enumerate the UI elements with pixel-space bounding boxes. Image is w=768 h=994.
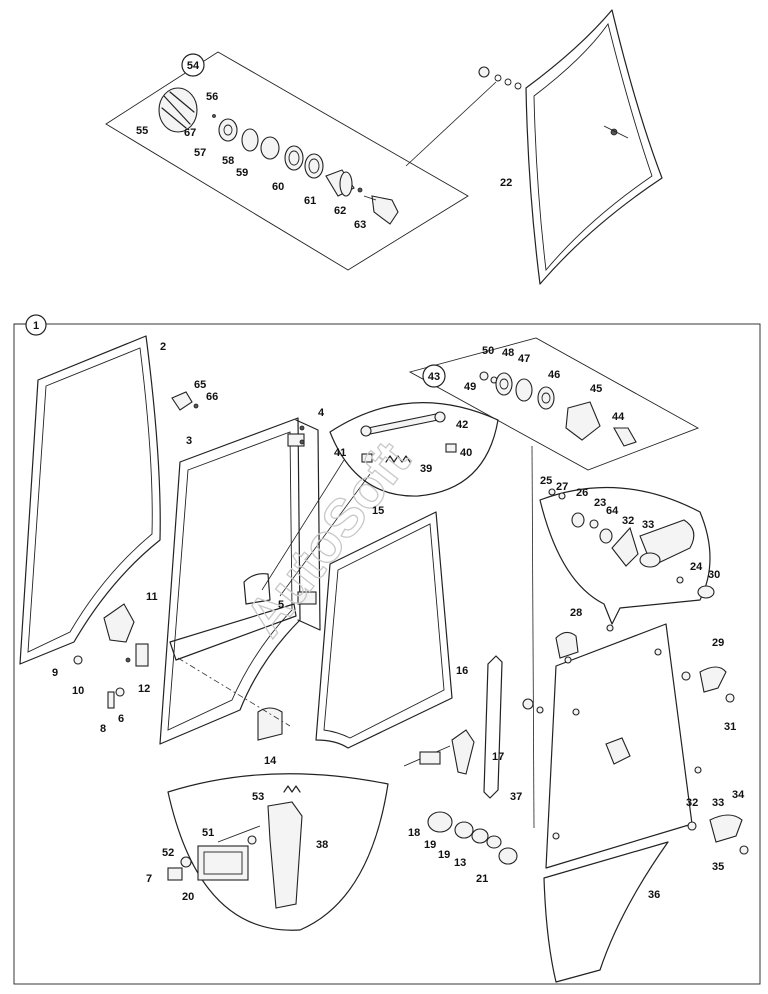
label-33b: 33	[712, 797, 724, 809]
door-panel-37	[522, 623, 702, 869]
label-3: 3	[186, 435, 192, 447]
svg-text:54: 54	[187, 60, 200, 72]
label-13: 13	[454, 857, 466, 869]
label-67: 67	[184, 127, 196, 139]
subassembly-54-panel	[105, 51, 497, 271]
label-51: 51	[202, 827, 214, 839]
label-37: 37	[510, 791, 522, 803]
label-47: 47	[518, 353, 530, 365]
label-33a: 33	[642, 519, 654, 531]
lock-detail-bubble	[539, 486, 715, 625]
label-42: 42	[456, 419, 468, 431]
label-15: 15	[372, 505, 384, 517]
label-50: 50	[482, 345, 494, 357]
latch-assembly-parts	[158, 87, 399, 225]
label-34: 34	[732, 789, 745, 801]
label-31: 31	[724, 721, 736, 733]
handle-14	[257, 707, 283, 741]
label-27: 27	[556, 481, 568, 493]
door-window-2	[19, 335, 161, 665]
label-4: 4	[318, 407, 325, 419]
label-57: 57	[194, 147, 206, 159]
label-29: 29	[712, 637, 724, 649]
label-25: 25	[540, 475, 552, 487]
label-49: 49	[464, 381, 476, 393]
gas-strut-detail	[261, 402, 499, 597]
label-60: 60	[272, 181, 284, 193]
bracket-28	[555, 631, 579, 659]
label-28: 28	[570, 607, 582, 619]
label-61: 61	[304, 195, 316, 207]
label-59: 59	[236, 167, 248, 179]
label-8: 8	[100, 723, 106, 735]
washer-stack	[427, 811, 518, 865]
badge-54: 54	[181, 53, 205, 77]
part-labels: 2 3 4 5 6 7 8 9 10 11 12 13 14 15 16 17 …	[52, 91, 745, 903]
badge-1: 1	[25, 314, 47, 336]
label-6: 6	[118, 713, 124, 725]
label-46: 46	[548, 369, 560, 381]
label-58: 58	[222, 155, 234, 167]
label-11: 11	[146, 591, 158, 603]
label-5: 5	[278, 599, 284, 611]
label-62: 62	[334, 205, 346, 217]
label-26: 26	[576, 487, 588, 499]
label-16: 16	[456, 665, 468, 677]
latch-17	[451, 729, 475, 775]
plate-34	[709, 814, 743, 843]
label-65: 65	[194, 379, 206, 391]
door-frame-3	[159, 417, 321, 745]
label-53: 53	[252, 791, 264, 803]
label-9: 9	[52, 667, 58, 679]
glass-panel-15	[315, 511, 453, 749]
label-21: 21	[476, 873, 488, 885]
label-19b: 19	[438, 849, 450, 861]
label-17: 17	[492, 751, 504, 763]
label-19a: 19	[424, 839, 436, 851]
label-14: 14	[264, 755, 277, 767]
badge-43: 43	[422, 364, 446, 388]
handle-detail-bubble	[167, 773, 389, 931]
label-20: 20	[182, 891, 194, 903]
label-23: 23	[594, 497, 606, 509]
label-44: 44	[612, 411, 625, 423]
lower-panel-36	[543, 841, 669, 983]
svg-text:43: 43	[428, 371, 440, 383]
label-32b: 32	[686, 797, 698, 809]
label-24: 24	[690, 561, 703, 573]
label-48: 48	[502, 347, 514, 359]
label-7: 7	[146, 873, 152, 885]
label-10: 10	[72, 685, 84, 697]
label-12: 12	[138, 683, 150, 695]
label-45: 45	[590, 383, 602, 395]
label-41: 41	[334, 447, 346, 459]
label-63: 63	[354, 219, 366, 231]
subassembly-43-panel	[408, 337, 700, 829]
hinge-bar-16	[483, 655, 503, 799]
svg-text:1: 1	[33, 320, 39, 332]
label-32a: 32	[622, 515, 634, 527]
label-36: 36	[648, 889, 660, 901]
plate-29	[699, 666, 727, 693]
label-30: 30	[708, 569, 720, 581]
hinge-parts	[73, 603, 149, 709]
label-38: 38	[316, 839, 328, 851]
bracket-65-66	[171, 391, 199, 411]
label-39: 39	[420, 463, 432, 475]
rear-window-22	[478, 9, 663, 285]
label-40: 40	[460, 447, 472, 459]
label-35: 35	[712, 861, 724, 873]
label-66: 66	[206, 391, 218, 403]
watermark: AutoSoft	[234, 431, 422, 648]
label-55: 55	[136, 125, 148, 137]
label-18: 18	[408, 827, 420, 839]
label-2: 2	[160, 341, 166, 353]
label-56: 56	[206, 91, 218, 103]
main-assembly-frame	[13, 323, 761, 985]
label-52: 52	[162, 847, 174, 859]
label-64: 64	[606, 505, 619, 517]
label-22: 22	[500, 177, 512, 189]
